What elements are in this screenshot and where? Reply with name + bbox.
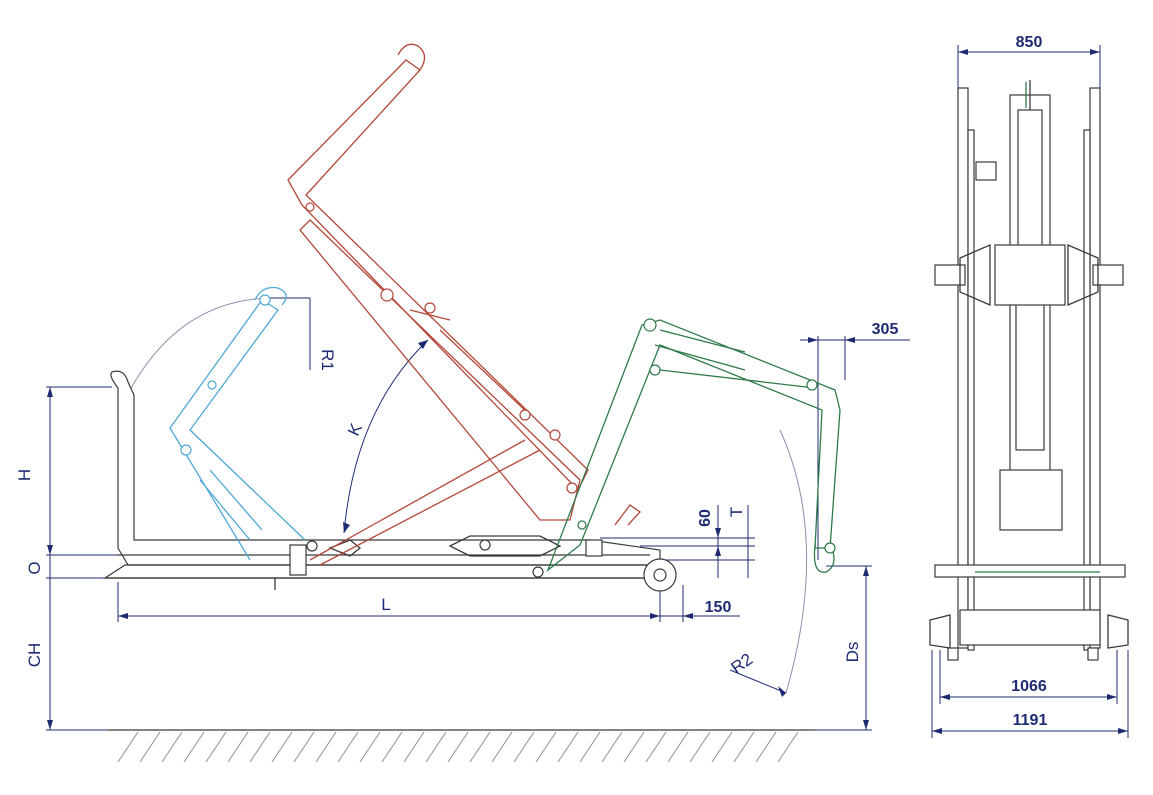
label-h: H <box>15 469 34 481</box>
label-305: 305 <box>872 321 899 338</box>
arm-raised-position <box>287 43 641 566</box>
label-width-850: 850 <box>1016 34 1043 51</box>
label-ch: CH <box>25 643 44 668</box>
label-width-1191: 1191 <box>1013 712 1048 729</box>
label-60: 60 <box>697 509 714 527</box>
label-width-1066: 1066 <box>1011 678 1047 695</box>
label-150: 150 <box>705 599 732 616</box>
label-o: O <box>25 561 44 574</box>
label-k: K <box>344 420 366 439</box>
label-ds: Ds <box>843 642 862 663</box>
rear-view <box>929 45 1129 738</box>
label-t: T <box>727 507 746 517</box>
label-l: L <box>381 595 390 614</box>
subframe <box>102 370 677 592</box>
dimension-arrowheads <box>47 49 1128 734</box>
motion-arcs <box>129 297 808 694</box>
ground-hatching <box>117 731 799 763</box>
dimension-lines-side <box>46 297 910 731</box>
arm-tip-position <box>546 318 841 573</box>
ground <box>108 729 815 763</box>
label-r2: R2 <box>727 649 756 677</box>
label-r1: R1 <box>318 349 337 371</box>
arm-start-position <box>169 286 306 561</box>
